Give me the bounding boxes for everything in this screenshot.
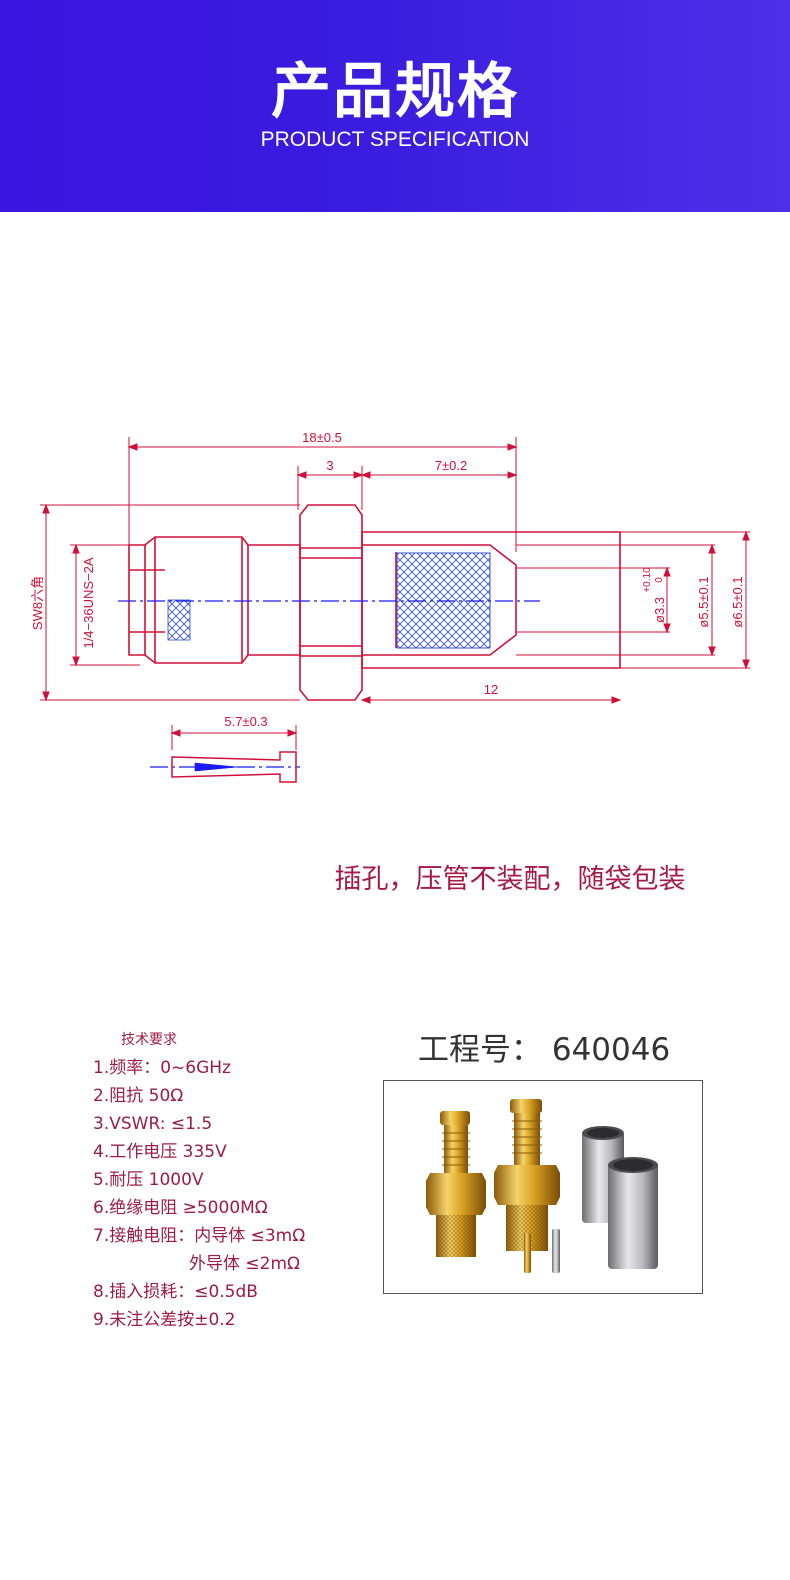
contact-hatch [167,599,191,641]
spec-item: 1.频率：0~6GHz [93,1058,231,1078]
dim-thread-label: 1/4−36UNS−2A [81,557,96,648]
part-number: 工程号： 640046 [418,1032,671,1068]
dim-sleeve-inner-label: 7±0.2 [435,458,467,473]
technical-drawing: 18±0.5 3 7±0.2 12 5.7±0.3 SW8六角 1/4−36UN… [30,430,750,783]
crimp-ferrules [582,1126,658,1269]
dim-outer-dia-label: ø6.5±0.1 [730,576,745,627]
spec-item: 7.接触电阻：内导体 ≤3mΩ [93,1226,306,1246]
spec-item: 外导体 ≤2mΩ [189,1254,301,1274]
dim-bore-label: ø3.3 [652,597,667,623]
spec-item: 2.阻抗 50Ω [93,1086,184,1106]
header-banner: 产品规格 PRODUCT SPECIFICATION [0,0,790,212]
extension-lines [40,437,750,750]
specs-heading: 技术要求 [121,1032,177,1048]
connector-body [128,504,621,701]
spec-item: 6.绝缘电阻 ≥5000MΩ [93,1198,268,1218]
spec-item: 8.插入损耗：≤0.5dB [93,1282,258,1302]
dim-nut-label: 3 [326,458,333,473]
page-title: 产品规格 [271,57,519,127]
spec-item: 9.未注公差按±0.2 [93,1310,236,1330]
dim-sleeve-length-label: 12 [484,682,498,697]
dim-bore-tol-lower: 0 [654,577,665,583]
dim-pin-label: 5.7±0.3 [224,714,267,729]
gold-connector-right [494,1099,560,1251]
assembly-note: 插孔，压管不装配，随袋包装 [334,864,686,895]
dim-bore-tol-upper: +0.10 [642,567,653,593]
page-subtitle: PRODUCT SPECIFICATION [260,128,530,151]
spec-item: 3.VSWR: ≤1.5 [93,1114,213,1134]
spec-item: 4.工作电压 335V [93,1142,227,1162]
pin-drawing [171,751,297,783]
connector-product-photo [426,1099,658,1273]
dim-overall-label: 18±0.5 [302,430,342,445]
spec-item: 5.耐压 1000V [93,1170,204,1190]
dim-inner-dia-label: ø5.5±0.1 [696,576,711,627]
gold-connector-left [426,1111,486,1257]
product-photo [383,1080,703,1294]
center-pins [524,1229,560,1273]
dimension-lines [42,443,750,737]
dim-hex-label: SW8六角 [30,576,45,630]
dimension-labels: 18±0.5 3 7±0.2 12 5.7±0.3 SW8六角 1/4−36UN… [30,430,745,729]
